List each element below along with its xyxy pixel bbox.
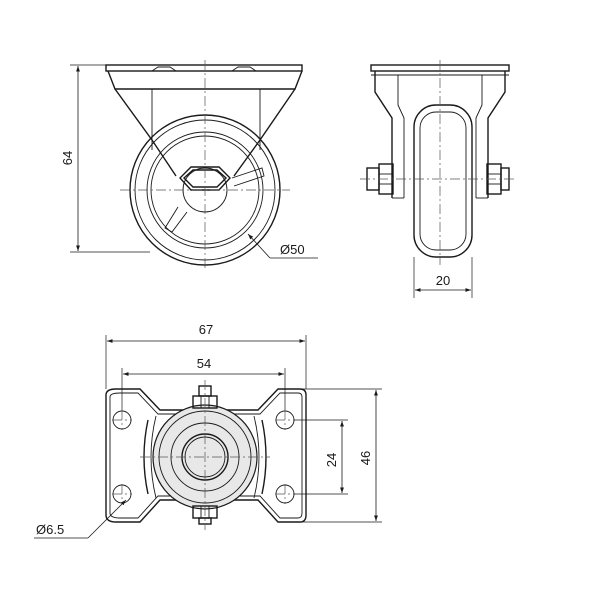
- wheel-diameter-label: Ø50: [280, 242, 305, 257]
- wheel-width-label: 20: [436, 273, 450, 288]
- wheel-width-dimension: 20: [413, 257, 473, 298]
- front-view: 64 Ø50: [60, 60, 318, 270]
- plate-width-label: 46: [358, 451, 373, 465]
- wheel-diameter-dimension: Ø50: [247, 233, 318, 259]
- hole-spacing-short-dimension: 24: [294, 419, 348, 495]
- plate-width-dimension: 46: [300, 388, 382, 523]
- hole-diameter-dimension: Ø6.5: [34, 499, 127, 539]
- height-dimension: 64: [60, 64, 150, 253]
- height-dimension-label: 64: [60, 151, 75, 165]
- hole-spacing-long-label: 54: [197, 356, 211, 371]
- hole-diameter-label: Ø6.5: [36, 522, 64, 537]
- front-top-plate: [105, 64, 303, 90]
- hole-spacing-long-dimension: 54: [121, 356, 286, 410]
- plate-length-dimension: 67: [105, 322, 307, 389]
- side-view: 20: [360, 60, 515, 298]
- plate-length-label: 67: [199, 322, 213, 337]
- hole-spacing-short-label: 24: [324, 453, 339, 467]
- top-view: 67 54 24 46 Ø6.5: [34, 322, 382, 539]
- side-wheel: [413, 104, 473, 258]
